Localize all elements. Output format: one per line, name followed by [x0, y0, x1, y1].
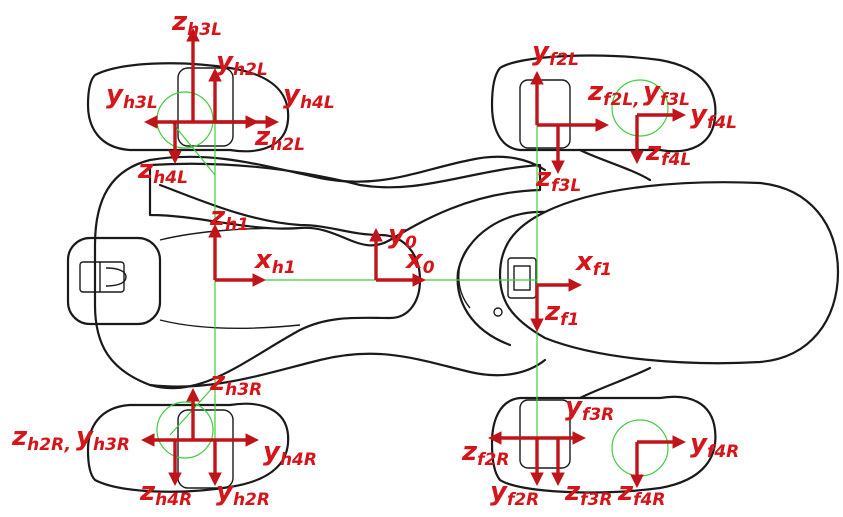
sensor-inner — [513, 265, 531, 291]
label-y-h2L: yh2L — [216, 47, 268, 80]
label-z-h3L: zh3L — [171, 7, 222, 40]
body-line-1 — [159, 227, 301, 241]
label-z-h4R: zh4R — [139, 477, 192, 510]
body-upper — [148, 155, 547, 183]
robot-body-main — [93, 158, 422, 390]
label-y-f4L: yf4L — [690, 100, 737, 133]
hip-front-left — [519, 79, 571, 149]
label-z-h2L: zh2L — [254, 122, 305, 155]
label-y-f2L: yf2L — [532, 37, 579, 70]
handle-grip — [99, 262, 127, 292]
label-z-h2R: zh2R, — [11, 422, 71, 455]
front-sensor — [507, 257, 537, 299]
leg-front-left — [490, 54, 717, 153]
neck-ring — [458, 244, 471, 309]
label-y-0: y0 — [388, 220, 417, 253]
label-y-h4R: yh4R — [263, 437, 317, 470]
label-y-h2R: yh2R — [216, 477, 270, 510]
label-y-f2R: yf2R — [490, 477, 539, 510]
label-z-f3R: zf3R — [564, 477, 612, 510]
rear-handle — [66, 236, 162, 326]
label-z-f2R: zf2R — [461, 437, 509, 470]
label-x-h1: xh1 — [253, 245, 296, 278]
leg-hind-right — [86, 402, 290, 493]
hip-hind-right — [177, 409, 234, 489]
neck-arc — [456, 210, 547, 347]
hip-front-right — [519, 399, 571, 469]
body-lower — [148, 352, 547, 388]
handle-slot — [79, 261, 125, 293]
joint-circle-fr — [611, 419, 669, 477]
joint-circle-fl — [611, 79, 669, 137]
label-z-f4R: zf4R — [617, 477, 665, 510]
sensor-dot — [493, 307, 503, 317]
label-z-h1: zh1 — [209, 202, 249, 235]
label-z-h3R: zh3R — [209, 367, 262, 400]
label-y-h3L: yh3L — [106, 80, 158, 113]
label-z-h4L: zh4L — [137, 155, 188, 188]
front-right-link — [578, 366, 652, 400]
label-z-f3L: zf3L — [535, 163, 581, 196]
hip-hind-left — [177, 67, 234, 147]
label-y-f3L: yf3L — [643, 77, 690, 110]
body-line-2 — [159, 319, 301, 329]
label-y-h3R: yh3R — [76, 422, 130, 455]
label-y-f4R: yf4R — [690, 429, 739, 462]
label-z-f1: zf1 — [544, 297, 579, 330]
label-y-h4L: yh4L — [283, 80, 335, 113]
label-z-f4L: zf4L — [645, 137, 691, 170]
hind-left-link-line — [169, 119, 216, 176]
label-z-f2L: zf2L, — [587, 77, 640, 110]
frame-arrows — [140, 27, 687, 489]
frame-labels: zh3L yh2L yh3L yh4L zh2L zh4L zh1 xh1 y0… — [11, 7, 739, 510]
front-left-link — [578, 148, 652, 182]
joint-circle-hl — [156, 91, 214, 149]
label-x-f1: xf1 — [574, 247, 612, 280]
robot-head — [498, 181, 840, 365]
label-x-0: x0 — [404, 245, 435, 278]
label-y-f3R: yf3R — [565, 392, 614, 425]
joint-circle-hr — [156, 401, 214, 459]
robot-outline — [66, 54, 840, 494]
